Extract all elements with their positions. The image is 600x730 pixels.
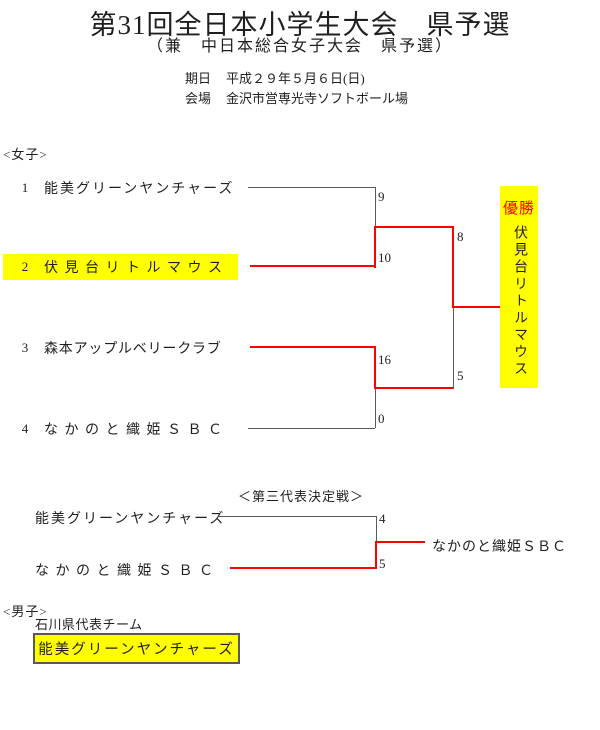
bracket-line-team1 (248, 187, 375, 188)
champion-team-name: 伏見台リトルマウス (512, 225, 527, 378)
third-place-connector-top (376, 516, 377, 543)
bracket-connector-final-bottom (453, 308, 454, 389)
team-name: 伏見台リトルマウス (44, 261, 229, 276)
bracket-line-champion-advance (453, 306, 500, 308)
page-title: 第31回全日本小学生大会 県予選 (89, 10, 511, 40)
bracket-line-team4 (248, 428, 375, 429)
bracket-connector-sf1-bottom-winner (374, 226, 376, 268)
third-place-advance-line (376, 541, 425, 543)
score-sf2-bottom: 0 (378, 411, 385, 426)
venue-label: 会場 (185, 91, 212, 106)
venue-row: 会場金沢市営専光寺ソフトボール場 (185, 88, 408, 107)
team-seed: 3 (21, 340, 29, 355)
page-subtitle: （兼 中日本総合女子大会 県予選） (146, 38, 453, 55)
team-row-1: 1 能美グリーンヤンチャーズ (0, 179, 234, 197)
men-representative-team-box: 能美グリーンヤンチャーズ (33, 633, 240, 664)
venue-value: 金沢市営専光寺ソフトボール場 (226, 91, 409, 106)
section-label-third-place: ＜第三代表決定戦＞ (238, 489, 365, 504)
bracket-connector-sf2-bottom (375, 389, 376, 428)
bracket-line-sf1-advance (375, 226, 453, 228)
men-representative-team-name: 能美グリーンヤンチャーズ (38, 642, 235, 658)
team-row-4: 4 なかのと織姫ＳＢＣ (0, 420, 229, 438)
bracket-line-team3-winner (250, 346, 375, 348)
team-seed: 1 (21, 180, 29, 195)
score-final-top: 8 (457, 229, 464, 244)
bracket-line-team2-winner (250, 265, 375, 267)
team-seed: 4 (21, 421, 29, 436)
bracket-connector-sf2-top-winner (374, 346, 376, 389)
team-name: 森本アップルベリークラブ (44, 342, 222, 357)
champion-label: 優勝 (502, 201, 535, 217)
date-row: 期日平成２９年５月６日(日) (185, 68, 365, 87)
team-row-3: 3 森本アップルベリークラブ (0, 339, 222, 357)
third-place-bottom-team: なかのと織姫ＳＢＣ (35, 564, 220, 579)
team-seed: 2 (21, 259, 29, 274)
date-label: 期日 (185, 71, 212, 86)
section-label-women: <女子> (3, 147, 48, 162)
bracket-line-sf2-advance (375, 387, 453, 389)
score-sf1-bottom: 10 (378, 250, 391, 265)
section-label-men: <男子> (3, 604, 48, 619)
third-place-score-bottom: 5 (379, 556, 386, 571)
third-place-line-top (218, 516, 376, 517)
team-row-2-highlighted: 2 伏見台リトルマウス (3, 254, 238, 280)
third-place-winner-name: なかのと織姫ＳＢＣ (432, 540, 567, 555)
third-place-score-top: 4 (379, 511, 386, 526)
bracket-connector-final-top-winner (452, 226, 454, 308)
bracket-connector-sf1-top (375, 187, 376, 227)
score-sf2-top: 16 (378, 352, 391, 367)
champion-box: 優勝 伏見台リトルマウス (500, 186, 538, 388)
third-place-top-team: 能美グリーンヤンチャーズ (35, 512, 226, 527)
score-sf1-top: 9 (378, 189, 385, 204)
team-name: なかのと織姫ＳＢＣ (44, 423, 229, 438)
score-final-bottom: 5 (457, 368, 464, 383)
third-place-connector-bottom-winner (375, 541, 377, 569)
date-value: 平成２９年５月６日(日) (226, 71, 365, 86)
men-representative-label: 石川県代表チーム (35, 614, 143, 635)
team-name: 能美グリーンヤンチャーズ (44, 182, 235, 197)
third-place-line-bottom-winner (230, 567, 376, 569)
